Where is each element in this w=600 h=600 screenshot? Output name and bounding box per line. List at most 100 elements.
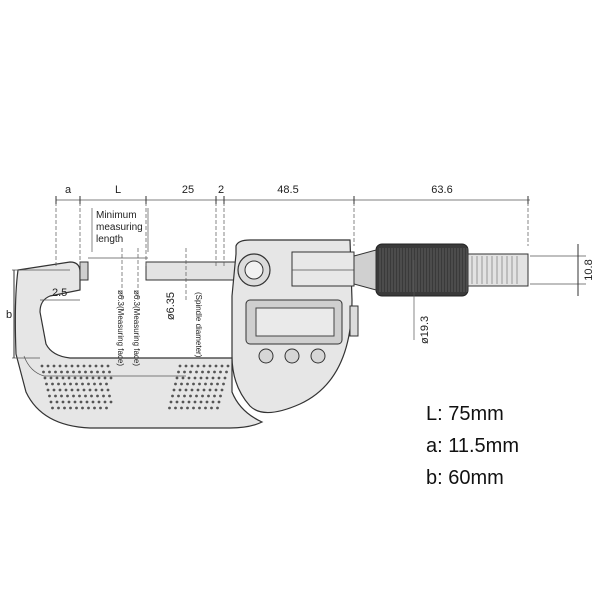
measuring-face-label-2: ø6.3(Measuring face) (132, 290, 141, 366)
thimble-knurling (379, 248, 468, 292)
grip-dot (207, 370, 210, 374)
grip-dot (108, 370, 111, 374)
grip-dot (190, 364, 194, 368)
grip-dot (42, 370, 45, 374)
grip-dot (208, 364, 212, 368)
lcd-screen (255, 307, 335, 337)
grip-dot (46, 388, 50, 392)
grip-dot (175, 376, 179, 380)
grip-pattern-right (168, 364, 230, 410)
grip-dot (183, 394, 186, 398)
grip-dot (222, 382, 225, 386)
grip-dot (48, 370, 51, 374)
grip-dot (186, 406, 189, 410)
grip-dot (205, 400, 209, 404)
grip-dot (96, 370, 99, 374)
grip-dot (202, 364, 206, 368)
grip-dot (63, 406, 66, 410)
grip-dot (88, 364, 92, 368)
measuring-face-label-1: ø6.3(Measuring face) (116, 290, 125, 366)
grip-dot (57, 382, 60, 386)
top-dim-ticks (55, 196, 529, 204)
grip-dot (40, 364, 44, 368)
grip-dot (51, 406, 54, 410)
grip-dot (219, 394, 222, 398)
grip-dot (64, 388, 68, 392)
grip-dot (69, 406, 72, 410)
grip-dot (103, 400, 107, 404)
grip-dot (109, 400, 113, 404)
button-3 (310, 348, 326, 364)
spindle-diameter-label: (Spindle diameter) (194, 292, 203, 358)
grip-dot (61, 376, 65, 380)
grip-dot (79, 400, 83, 404)
dim-2-5: 2.5 (52, 287, 67, 299)
dim-19-3: ø19.3 (419, 316, 431, 344)
grip-dot (88, 388, 92, 392)
grip-dot (195, 394, 198, 398)
dim-L: L (115, 184, 121, 196)
grip-dot (195, 370, 198, 374)
grip-dot (192, 382, 195, 386)
frame-inner-edge (23, 355, 186, 377)
grip-dot (223, 376, 227, 380)
grip-dot (70, 364, 74, 368)
grip-dot (192, 406, 195, 410)
grip-dot (64, 364, 68, 368)
grip-dot (189, 370, 192, 374)
grip-dot (52, 388, 56, 392)
grip-dot (97, 400, 101, 404)
grip-dot (225, 370, 228, 374)
grip-dot (102, 394, 105, 398)
grip-dot (75, 406, 78, 410)
clamp-knob-inner (244, 260, 264, 280)
grip-dot (187, 376, 191, 380)
grip-dot (67, 376, 71, 380)
grip-dot (196, 364, 200, 368)
grip-dot (217, 376, 221, 380)
min-measuring-line2: measuring (96, 222, 143, 233)
grip-dot (97, 376, 101, 380)
grip-dot (216, 406, 219, 410)
grip-dot (105, 382, 108, 386)
grip-dot (220, 388, 224, 392)
grip-dot (198, 406, 201, 410)
grip-dot (186, 382, 189, 386)
grip-dot (180, 382, 183, 386)
grip-dot (99, 406, 102, 410)
grip-dot (90, 394, 93, 398)
grip-dot (183, 370, 186, 374)
grip-dot (172, 388, 176, 392)
grip-dot (90, 370, 93, 374)
grip-dot (217, 400, 221, 404)
grip-dot (213, 370, 216, 374)
grip-dot (103, 376, 107, 380)
grip-dot (100, 364, 104, 368)
grip-dot (199, 376, 203, 380)
grip-dot (45, 382, 48, 386)
grip-dot (70, 388, 74, 392)
thimble-cone (353, 249, 377, 291)
grip-dot (99, 382, 102, 386)
grip-dot (193, 400, 197, 404)
grip-dot (49, 400, 53, 404)
grip-dot (207, 394, 210, 398)
grip-dot (210, 406, 213, 410)
grip-dot (169, 400, 173, 404)
side-button (349, 305, 359, 337)
grip-dot (177, 370, 180, 374)
grip-dot (60, 394, 63, 398)
grip-dot (178, 364, 182, 368)
grip-dot (75, 382, 78, 386)
grip-dot (180, 406, 183, 410)
grip-dot (60, 370, 63, 374)
grip-dot (54, 394, 57, 398)
micrometer-frame (14, 261, 264, 429)
grip-dot (204, 382, 207, 386)
grip-dot (54, 370, 57, 374)
grip-dot (198, 382, 201, 386)
grip-dot (189, 394, 192, 398)
grip-dot (174, 382, 177, 386)
grip-dot (214, 364, 218, 368)
